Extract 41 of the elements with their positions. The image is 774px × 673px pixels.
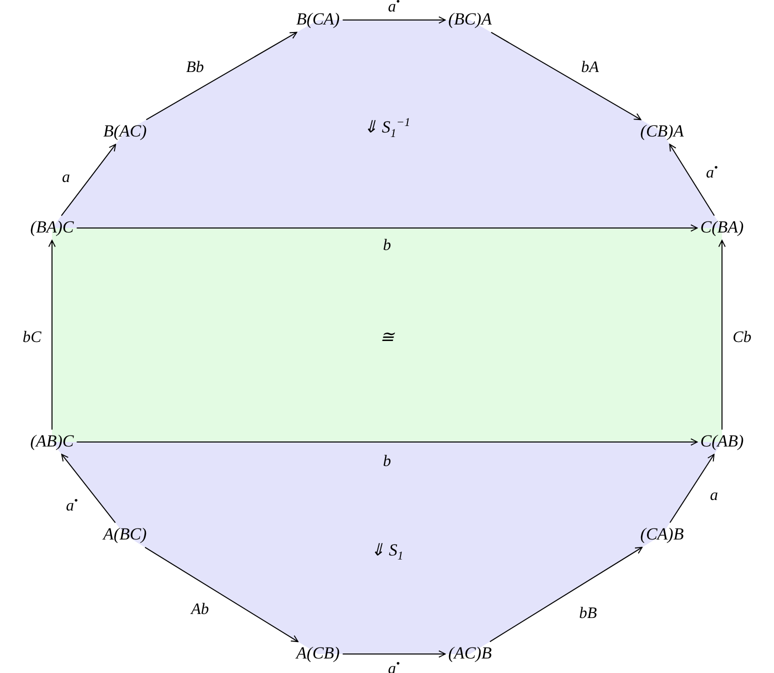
morphism-arrow — [76, 224, 698, 232]
cell-label: ⇓ S$_{1}$ — [370, 541, 404, 563]
object-label: (CB)A — [640, 122, 684, 142]
edge-label: a$^{•}$ — [388, 0, 400, 16]
edge-label: Ab — [191, 601, 209, 619]
morphism-arrow — [342, 16, 446, 24]
edge-label: a$^{•}$ — [66, 495, 78, 515]
object-label: C(AB) — [700, 432, 744, 452]
morphism-arrow — [48, 240, 56, 430]
morphism-arrow — [144, 546, 298, 642]
morphism-arrow — [76, 438, 698, 446]
object-label: A(CB) — [296, 644, 340, 664]
edge-label: Bb — [186, 59, 204, 77]
morphism-arrow — [146, 32, 298, 120]
object-label: (BA)C — [30, 218, 74, 238]
object-label: A(BC) — [103, 526, 147, 544]
morphism-arrow — [718, 240, 726, 430]
object-label: B(AC) — [103, 122, 147, 142]
object-label: (AB)C — [30, 432, 74, 452]
object-label: (BC)A — [448, 10, 492, 30]
edge-label: a — [710, 487, 718, 505]
morphism-arrow — [490, 32, 642, 120]
edge-label: bA — [581, 59, 599, 77]
morphism-arrow — [669, 454, 715, 524]
cell-label: ≅ — [380, 328, 394, 348]
edge-label: a$^{•}$ — [706, 162, 718, 182]
edge-label: b — [383, 237, 391, 255]
morphism-arrow — [342, 650, 446, 658]
edge-label: bC — [22, 329, 42, 347]
object-label: B(CA) — [296, 10, 340, 30]
morphism-arrow — [669, 144, 715, 216]
object-label: (AC)B — [448, 644, 492, 664]
edge-label: bB — [579, 605, 597, 623]
object-label: C(BA) — [700, 218, 744, 238]
edge-label: b — [383, 453, 391, 471]
object-label: (CA)B — [640, 526, 684, 544]
edge-label: Cb — [732, 329, 752, 347]
morphism-arrow — [489, 546, 643, 642]
morphism-arrow — [60, 144, 116, 216]
edge-label: a — [62, 169, 70, 187]
morphism-arrow — [61, 454, 116, 524]
